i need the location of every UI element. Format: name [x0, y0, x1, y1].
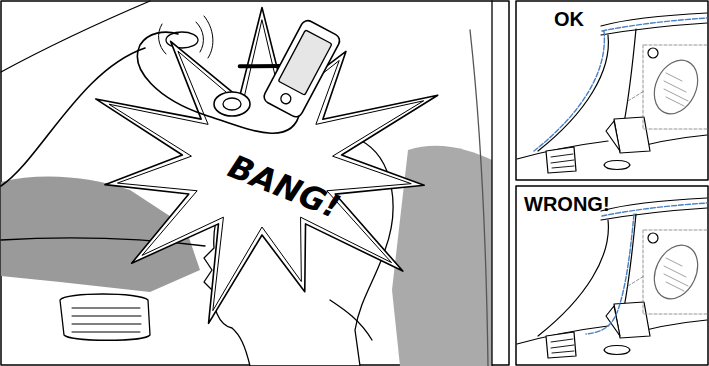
panel-title: OK [554, 9, 584, 29]
crash-scene [1, 1, 509, 366]
panel-title: WRONG! [524, 194, 610, 214]
wrong-mounting-panel [516, 186, 708, 365]
correct-mounting-panel [516, 1, 708, 180]
